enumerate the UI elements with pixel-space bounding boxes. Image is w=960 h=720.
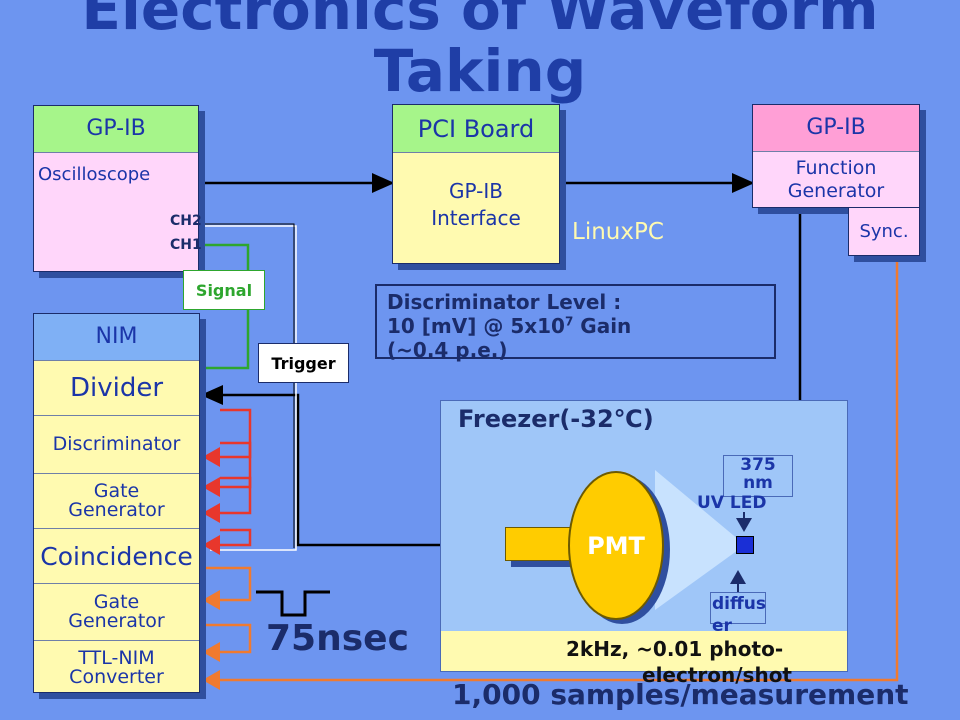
- trigger-label: Trigger: [258, 343, 349, 383]
- nim-cable-6: [202, 623, 252, 662]
- sync-box: Sync.: [848, 207, 920, 256]
- disc-note-line1: Discriminator Level :: [387, 290, 622, 314]
- title-line1: Electronics of Waveform: [81, 0, 879, 43]
- nim-header: NIM: [34, 314, 199, 361]
- nim-crate: NIM Divider Discriminator Gate Generator…: [33, 313, 200, 693]
- nim-module-divider: Divider: [34, 361, 199, 416]
- diffuser-line1: diffus: [712, 594, 766, 614]
- trigger-line: [185, 225, 297, 551]
- disc-note-line3: (~0.4 p.e.): [387, 338, 508, 362]
- oscilloscope-header: GP-IB: [34, 106, 198, 153]
- pmt-base: [505, 527, 571, 561]
- freezer-label: Freezer(-32℃): [458, 405, 654, 433]
- pci-board-box: PCI Board GP-IB Interface: [392, 104, 560, 264]
- diffuser-box: diffus er: [710, 592, 766, 636]
- function-generator-box: GP-IB Function Generator: [752, 104, 920, 208]
- title-line2: Taking: [373, 37, 587, 105]
- pmt-to-divider-line: [200, 385, 505, 547]
- fg-body-line2: Generator: [787, 180, 885, 202]
- led-wavelength-line1: 375: [740, 455, 776, 475]
- trigger-line-dark: [190, 223, 295, 548]
- samples-label: 1,000 samples/measurement: [452, 678, 909, 711]
- pci-body-line1: GP-IB: [449, 179, 503, 203]
- uv-led-icon: [736, 536, 754, 554]
- gate-width-label: 75nsec: [266, 618, 409, 659]
- rate-line2: electron/shot: [642, 663, 792, 687]
- rate-line1: 2kHz, ~0.01 photo-: [566, 637, 784, 661]
- disc-note-line2: 10 [mV] @ 5x107 Gain: [387, 314, 632, 338]
- nim-cable-5: [202, 566, 252, 610]
- nim-module-gate-generator-2: Gate Generator: [34, 584, 199, 641]
- oscilloscope-box: GP-IB Oscilloscope CH2 CH1: [33, 105, 202, 272]
- led-wavelength-box: 375 nm: [723, 455, 793, 497]
- ch1-label: CH1: [170, 237, 202, 253]
- nim-cable-2: [202, 441, 252, 497]
- signal-label: Signal: [183, 270, 265, 310]
- oscilloscope-label: Oscilloscope: [38, 164, 151, 185]
- pmt: PMT: [568, 471, 664, 620]
- led-wavelength-line2: nm: [743, 473, 773, 493]
- pci-board-header: PCI Board: [393, 105, 559, 153]
- fg-header: GP-IB: [753, 105, 919, 152]
- ch2-label: CH2: [170, 213, 202, 229]
- fg-body-line1: Function: [795, 157, 877, 179]
- sync-to-ttl-line: [202, 256, 899, 690]
- nim-cable-3: [202, 476, 252, 523]
- gate-pulse-shape: [256, 590, 330, 617]
- pci-body-line2: Interface: [431, 206, 521, 230]
- nim-module-gate-generator-1: Gate Generator: [34, 474, 199, 529]
- nim-cable-1: [202, 408, 252, 467]
- discriminator-note: Discriminator Level : 10 [mV] @ 5x107 Ga…: [375, 284, 776, 362]
- nim-module-ttl-nim: TTL-NIM Converter: [69, 646, 164, 688]
- linuxpc-label: LinuxPC: [572, 219, 664, 245]
- freezer-footer: [441, 631, 847, 671]
- nim-module-discriminator: Discriminator: [34, 416, 199, 474]
- nim-module-coincidence: Coincidence: [34, 529, 199, 584]
- diffuser-line2: er: [712, 616, 732, 636]
- uv-led-label: UV LED: [697, 493, 767, 513]
- nim-cable-4: [202, 528, 252, 555]
